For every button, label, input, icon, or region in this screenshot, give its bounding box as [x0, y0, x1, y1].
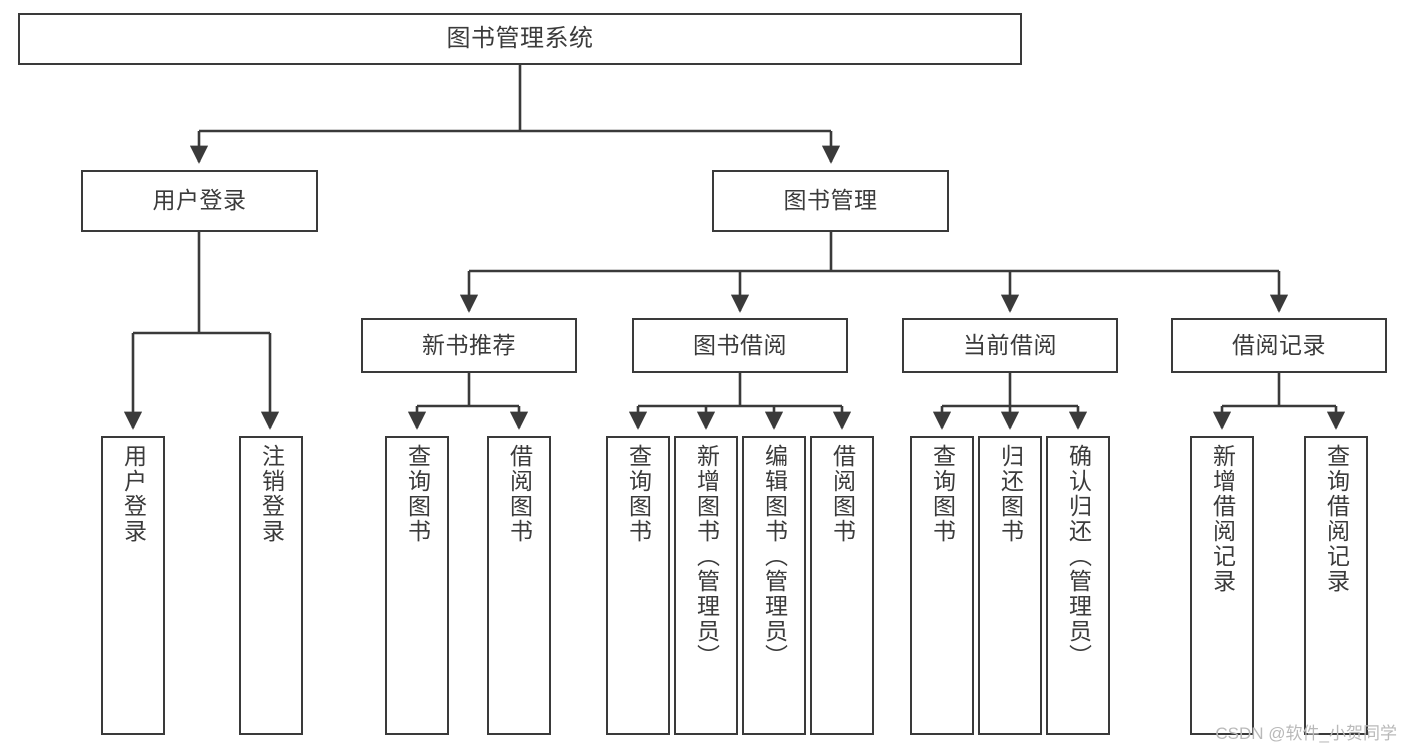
node-borrowing-record[interactable]: 借阅记录	[1171, 318, 1387, 373]
node-label: 用户登录	[152, 187, 247, 214]
node-label: 图书借阅	[693, 331, 787, 358]
node-label: 图书管理系统	[446, 24, 594, 52]
node-label: 查询图书	[404, 444, 431, 544]
node-label: 新增图书（管理员）	[693, 444, 720, 669]
leaf-book-borrow-add-book-admin[interactable]: 新增图书（管理员）	[674, 436, 738, 735]
leaf-book-borrow-edit-book-admin[interactable]: 编辑图书（管理员）	[742, 436, 806, 735]
leaf-new-book-borrow-books[interactable]: 借阅图书	[487, 436, 551, 735]
node-label: 查询图书	[625, 444, 652, 544]
node-label: 图书管理	[783, 187, 878, 214]
leaf-current-borrow-return-books[interactable]: 归还图书	[978, 436, 1042, 735]
node-label: 归还图书	[997, 444, 1024, 544]
node-label: 确认归还（管理员）	[1065, 444, 1092, 669]
node-root-book-management-system[interactable]: 图书管理系统	[18, 13, 1022, 65]
node-label: 查询借阅记录	[1323, 444, 1350, 594]
node-label: 当前借阅	[963, 331, 1057, 358]
leaf-new-book-query-books[interactable]: 查询图书	[385, 436, 449, 735]
node-label: 借阅图书	[829, 444, 856, 544]
node-new-book-recommendation[interactable]: 新书推荐	[361, 318, 577, 373]
node-label: 编辑图书（管理员）	[761, 444, 788, 669]
leaf-user-login-login[interactable]: 用户登录	[101, 436, 165, 735]
node-label: 查询图书	[929, 444, 956, 544]
leaf-borrow-record-add-record[interactable]: 新增借阅记录	[1190, 436, 1254, 735]
node-current-borrowing[interactable]: 当前借阅	[902, 318, 1118, 373]
leaf-borrow-record-query-record[interactable]: 查询借阅记录	[1304, 436, 1368, 735]
leaf-current-borrow-confirm-return-admin[interactable]: 确认归还（管理员）	[1046, 436, 1110, 735]
leaf-user-login-logout[interactable]: 注销登录	[239, 436, 303, 735]
node-label: 用户登录	[120, 444, 147, 544]
leaf-book-borrow-borrow-books[interactable]: 借阅图书	[810, 436, 874, 735]
node-label: 新增借阅记录	[1209, 444, 1236, 594]
leaf-current-borrow-query-books[interactable]: 查询图书	[910, 436, 974, 735]
node-user-login[interactable]: 用户登录	[81, 170, 318, 232]
node-label: 借阅图书	[506, 444, 533, 544]
csdn-watermark: CSDN @软件_小贺同学	[1215, 724, 1397, 743]
node-label: 新书推荐	[422, 331, 516, 358]
node-label: 借阅记录	[1232, 331, 1326, 358]
node-book-borrowing[interactable]: 图书借阅	[632, 318, 848, 373]
leaf-book-borrow-query-books[interactable]: 查询图书	[606, 436, 670, 735]
node-label: 注销登录	[258, 444, 285, 544]
node-book-management[interactable]: 图书管理	[712, 170, 949, 232]
